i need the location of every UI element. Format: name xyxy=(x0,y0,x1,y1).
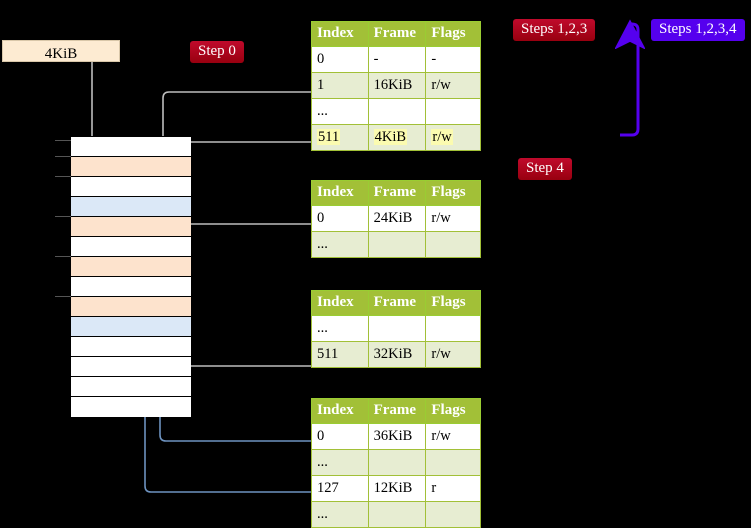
table-cell xyxy=(425,449,481,476)
table-cell: ... xyxy=(311,231,369,258)
memory-frame-6 xyxy=(71,257,191,277)
table-cell: - xyxy=(425,46,481,73)
table-header-flags: Flags xyxy=(425,21,481,47)
table-row: ... xyxy=(311,315,481,342)
highlighted-value: 511 xyxy=(317,128,341,145)
table-cell: ... xyxy=(311,501,369,528)
table-header-frame: Frame xyxy=(367,180,427,206)
table-header-frame: Frame xyxy=(367,290,427,316)
table-cell: 24KiB xyxy=(367,205,427,232)
table-row: ... xyxy=(311,449,481,476)
table-row: ... xyxy=(311,501,481,528)
badge-step-0: Step 0 xyxy=(190,41,244,64)
memory-frame-12 xyxy=(71,377,191,397)
table-header-flags: Flags xyxy=(425,180,481,206)
table-cell: r xyxy=(425,475,481,502)
table-header-flags: Flags xyxy=(425,290,481,316)
table-header-frame: Frame xyxy=(367,398,427,424)
table-cell: - xyxy=(367,46,427,73)
mem-tick-8 xyxy=(55,296,71,297)
table-cell: 127 xyxy=(311,475,369,502)
table-cell: 0 xyxy=(311,46,369,73)
table-cell: ... xyxy=(311,315,369,342)
memory-frame-0 xyxy=(71,137,191,157)
table-cell: r/w xyxy=(425,341,481,368)
table-cell: 511 xyxy=(311,341,369,368)
memory-frame-5 xyxy=(71,237,191,257)
table-cell: ... xyxy=(311,449,369,476)
table-cell xyxy=(425,231,481,258)
table-header-index: Index xyxy=(311,398,369,424)
memory-frame-8 xyxy=(71,297,191,317)
table-cell: 32KiB xyxy=(367,341,427,368)
memory-frame-10 xyxy=(71,337,191,357)
badge-steps-123: Steps 1,2,3 xyxy=(513,19,596,42)
table-header-index: Index xyxy=(311,21,369,47)
table-header-flags: Flags xyxy=(425,398,481,424)
table-row: 0-- xyxy=(311,46,481,73)
table-cell xyxy=(367,315,427,342)
memory-frame-13 xyxy=(71,397,191,417)
table-cell: 1 xyxy=(311,72,369,99)
table-cell: 12KiB xyxy=(367,475,427,502)
table-cell: 0 xyxy=(311,423,369,450)
highlighted-value: r/w xyxy=(431,128,453,145)
table-cell: r/w xyxy=(425,205,481,232)
table-cell xyxy=(425,501,481,528)
mem-tick-2 xyxy=(55,176,71,177)
memory-frame-9 xyxy=(71,317,191,337)
table-cell: 0 xyxy=(311,205,369,232)
mem-tick-0 xyxy=(55,140,71,141)
table-row: ... xyxy=(311,98,481,125)
table-cell xyxy=(367,231,427,258)
memory-frame-2 xyxy=(71,177,191,197)
memory-frame-11 xyxy=(71,357,191,377)
table-cell xyxy=(367,501,427,528)
table-cell xyxy=(425,98,481,125)
table-header-index: Index xyxy=(311,180,369,206)
highlighted-value: 4KiB xyxy=(373,128,408,145)
table-cell: 511 xyxy=(311,124,369,151)
table-header-frame: Frame xyxy=(367,21,427,47)
wire-t2row0-to-mem xyxy=(177,223,311,252)
table-cell xyxy=(367,98,427,125)
table-cell xyxy=(367,449,427,476)
mem-tick-4 xyxy=(55,216,71,217)
table-cell: 4KiB xyxy=(367,124,427,151)
table-cell: 16KiB xyxy=(367,72,427,99)
table-cell xyxy=(425,315,481,342)
table-cell: r/w xyxy=(425,72,481,99)
table-header-index: Index xyxy=(311,290,369,316)
table-cell: r/w xyxy=(425,423,481,450)
table-row: 511 4KiB r/w xyxy=(311,124,481,151)
table-cell: r/w xyxy=(425,124,481,151)
memory-frame-1 xyxy=(71,157,191,177)
badge-step-4: Step 4 xyxy=(518,158,572,181)
mem-tick-1 xyxy=(55,156,71,157)
mem-tick-6 xyxy=(55,256,71,257)
table-cell: 36KiB xyxy=(367,423,427,450)
wire-recursive-mapping xyxy=(620,24,638,137)
memory-frame-4 xyxy=(71,217,191,237)
memory-frame-3 xyxy=(71,197,191,217)
physical-memory-column xyxy=(70,136,191,417)
size-label-box: 4KiB xyxy=(2,40,120,62)
badge-steps-1234: Steps 1,2,3,4 xyxy=(651,19,745,42)
wire-t3row511-to-mem xyxy=(177,340,311,367)
memory-frame-7 xyxy=(71,277,191,297)
table-row: ... xyxy=(311,231,481,258)
table-cell: ... xyxy=(311,98,369,125)
